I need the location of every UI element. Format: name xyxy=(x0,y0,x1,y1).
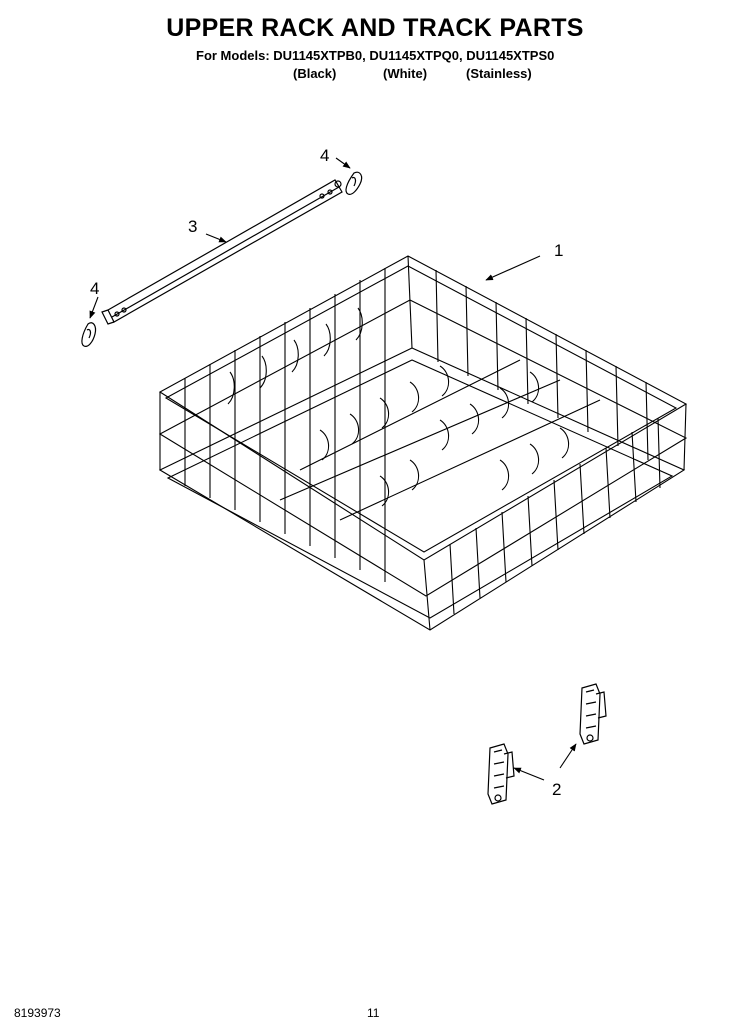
rack-adjuster-right xyxy=(579,683,607,745)
leader-arrows xyxy=(89,157,577,781)
callout-3: 3 xyxy=(188,217,197,236)
leader-arrow-4-top xyxy=(335,157,351,169)
document-number: 8193973 xyxy=(14,1006,61,1020)
variant-black: (Black) xyxy=(293,66,337,81)
callout-2: 2 xyxy=(552,780,561,799)
page-title: UPPER RACK AND TRACK PARTS xyxy=(166,14,584,42)
track-end-cap-bottom xyxy=(81,322,97,347)
upper-rack xyxy=(158,255,688,631)
variant-stainless: (Stainless) xyxy=(466,66,532,81)
leader-arrow-2-right xyxy=(559,743,577,769)
leader-arrow-4-bottom xyxy=(89,296,99,319)
callout-1: 1 xyxy=(554,241,563,260)
rack-adjuster-left xyxy=(487,743,515,805)
leader-arrow-1 xyxy=(485,255,541,281)
callout-4-bottom: 4 xyxy=(90,279,99,298)
variant-white: (White) xyxy=(383,66,428,81)
callout-4-top: 4 xyxy=(320,146,329,165)
track-end-cap-top xyxy=(345,171,363,195)
leader-arrow-2-left xyxy=(513,767,545,781)
leader-arrow-3 xyxy=(205,233,227,243)
models-line: For Models: DU1145XTPB0, DU1145XTPQ0, DU… xyxy=(196,48,555,63)
page-number: 11 xyxy=(367,1006,380,1020)
track-rail xyxy=(101,179,343,325)
